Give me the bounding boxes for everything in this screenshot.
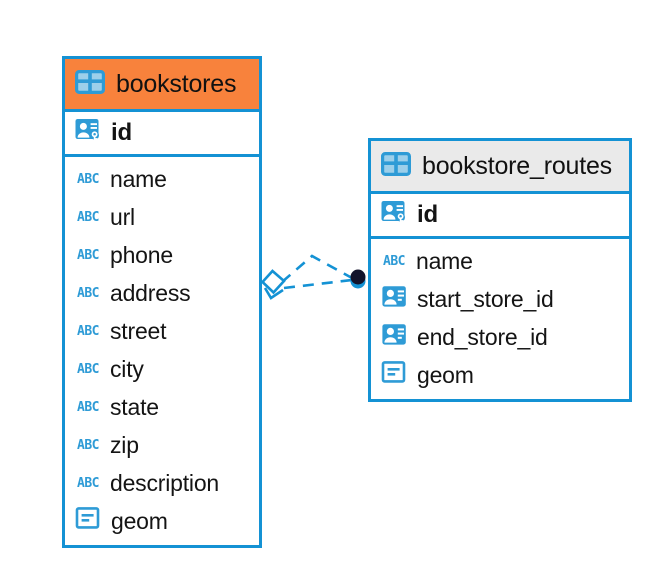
table-grid-icon	[75, 69, 105, 99]
column-row-description[interactable]: ABC description	[65, 464, 259, 502]
entity-title-bookstore-routes: bookstore_routes	[422, 151, 612, 180]
column-label-state: state	[110, 393, 159, 420]
relationship-source-diamond	[260, 269, 286, 295]
column-label-geom: geom	[417, 361, 474, 388]
column-label-zip: zip	[110, 431, 139, 458]
abc-text-icon: ABC	[77, 361, 99, 377]
column-row-id[interactable]: id	[65, 114, 259, 152]
abc-text-icon: ABC	[77, 399, 99, 415]
geometry-icon	[381, 360, 408, 390]
foreign-key-icon	[381, 322, 408, 352]
column-label-name: name	[416, 247, 473, 274]
column-label-start-store-id: start_store_id	[417, 285, 554, 312]
abc-text-icon: ABC	[77, 209, 99, 225]
column-label-url: url	[110, 203, 135, 230]
column-label-city: city	[110, 355, 144, 382]
abc-text-icon: ABC	[77, 171, 99, 187]
column-label-description: description	[110, 469, 220, 496]
column-row-name[interactable]: ABC name	[65, 160, 259, 198]
primary-key-section-bookstores: id	[65, 109, 259, 157]
abc-text-icon: ABC	[77, 437, 99, 453]
column-row-phone[interactable]: ABC phone	[65, 236, 259, 274]
entity-header-bookstore-routes[interactable]: bookstore_routes	[371, 141, 629, 191]
entity-table-bookstore-routes[interactable]: bookstore_routes	[368, 138, 632, 402]
column-row-url[interactable]: ABC url	[65, 198, 259, 236]
column-label-id: id	[417, 201, 438, 228]
geometry-icon	[75, 506, 102, 536]
column-row-state[interactable]: ABC state	[65, 388, 259, 426]
column-label-end-store-id: end_store_id	[417, 323, 548, 350]
abc-text-icon: ABC	[77, 475, 99, 491]
foreign-key-icon	[381, 284, 408, 314]
column-section-bookstore-routes: ABC name start_store_id	[371, 239, 629, 399]
column-label-phone: phone	[110, 241, 173, 268]
relationship-line-upper	[281, 254, 353, 283]
abc-text-icon: ABC	[77, 323, 99, 339]
column-row-end-store-id[interactable]: end_store_id	[371, 318, 629, 356]
column-section-bookstores: ABC name ABC url ABC phone ABC	[65, 157, 259, 545]
primary-key-section-bookstore-routes: id	[371, 191, 629, 239]
primary-key-icon	[381, 200, 408, 231]
entity-header-bookstores[interactable]: bookstores	[65, 59, 259, 109]
abc-text-icon: ABC	[77, 247, 99, 263]
column-row-address[interactable]: ABC address	[65, 274, 259, 312]
column-row-start-store-id[interactable]: start_store_id	[371, 280, 629, 318]
primary-key-icon	[75, 118, 102, 149]
relationship-line-lower	[283, 278, 353, 290]
entity-title-bookstores: bookstores	[116, 69, 237, 98]
entity-table-bookstores[interactable]: bookstores	[62, 56, 262, 548]
relationship-source-crowsfoot	[263, 287, 284, 300]
column-label-street: street	[110, 317, 167, 344]
column-row-geom[interactable]: geom	[65, 502, 259, 540]
column-row-name[interactable]: ABC name	[371, 242, 629, 280]
column-label-name: name	[110, 165, 167, 192]
column-row-zip[interactable]: ABC zip	[65, 426, 259, 464]
column-label-geom: geom	[111, 507, 168, 534]
column-row-id[interactable]: id	[371, 196, 629, 234]
column-label-address: address	[110, 279, 191, 306]
abc-text-icon: ABC	[383, 253, 405, 269]
table-grid-icon	[381, 151, 411, 181]
relationship-target-dot	[350, 269, 366, 285]
column-row-city[interactable]: ABC city	[65, 350, 259, 388]
abc-text-icon: ABC	[77, 285, 99, 301]
column-row-geom[interactable]: geom	[371, 356, 629, 394]
column-row-street[interactable]: ABC street	[65, 312, 259, 350]
column-label-id: id	[111, 119, 132, 146]
